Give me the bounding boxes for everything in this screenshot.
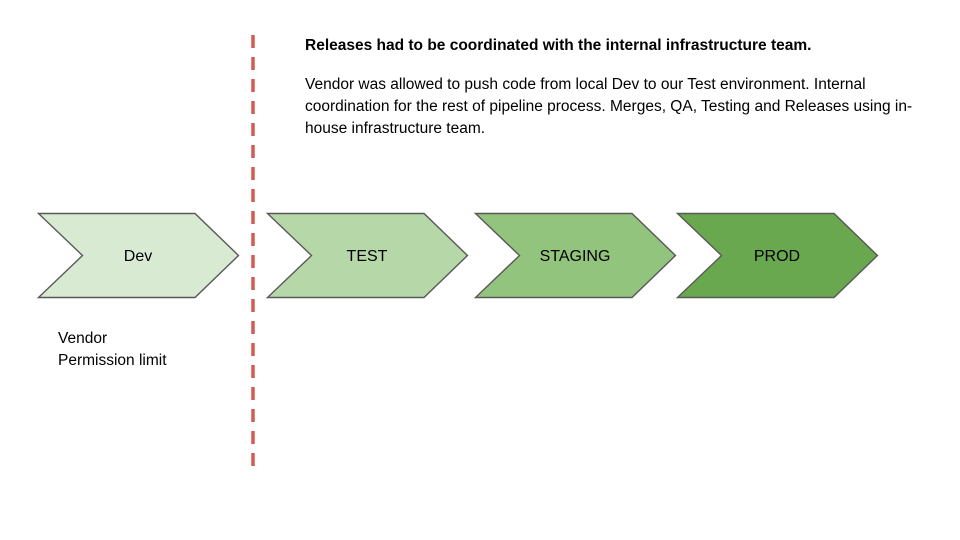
stage-chevron-test: TEST <box>266 212 469 299</box>
note-line: Vendor <box>58 330 108 347</box>
stage-chevron-prod: PROD <box>676 212 879 299</box>
vendor-boundary-divider <box>251 35 255 471</box>
stage-label: Dev <box>124 248 152 265</box>
vendor-permission-note: Vendor Permission limit <box>58 328 167 372</box>
stage-label: TEST <box>347 248 388 265</box>
chevron-shape <box>474 212 677 299</box>
note-line: Permission limit <box>58 352 167 369</box>
stage-label: STAGING <box>540 248 611 265</box>
chevron-shape <box>37 212 240 299</box>
stage-chevron-staging: STAGING <box>474 212 677 299</box>
heading-text: Releases had to be coordinated with the … <box>305 37 812 54</box>
chevron-shape <box>676 212 879 299</box>
stage-label: PROD <box>754 248 800 265</box>
stage-chevron-dev: Dev <box>37 212 240 299</box>
description-text: Vendor was allowed to push code from loc… <box>305 76 913 137</box>
chevron-shape <box>266 212 469 299</box>
